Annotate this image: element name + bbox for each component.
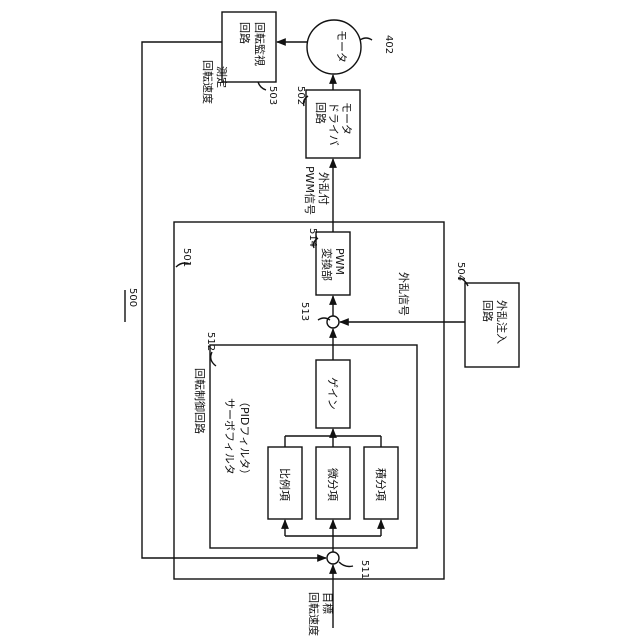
disturbance-signal-label: 外乱信号 [397,272,410,316]
monitor-label-1: 回転監視 [253,22,267,66]
motor-circle [307,20,361,74]
injection-label-1: 外乱注入 [495,300,509,344]
input-summing-junction [327,552,339,564]
control-circuit-label: 回転制御回路 [193,368,207,434]
proportional-label: 比例項 [278,468,292,501]
measured-label-1: 測定 [215,66,229,88]
injection-label-2: 回路 [481,300,494,322]
control-circuit-ref: 501 [181,248,192,267]
driver-ref: 502 [295,86,306,105]
pwm-label-2: 変換部 [320,248,334,281]
driver-label-1: モータ [340,102,353,135]
motor-label: モータ [335,30,348,63]
integral-label: 積分項 [374,468,388,501]
target-label-1: 目標 [321,592,335,614]
leader-402 [360,38,372,40]
injection-ref: 504 [455,262,466,281]
disturbance-summing-junction [327,316,339,328]
monitor-label-2: 回路 [238,22,251,44]
system-ref-label: 500 [127,288,138,307]
gain-label: ゲイン [326,377,339,410]
junction-511-ref: 511 [359,560,370,579]
pwm-ref: 514 [307,228,318,247]
pwm-out-label-1: 外乱付 [317,172,330,205]
leader-503 [258,82,266,90]
driver-label-2: ドライバ [327,102,340,146]
derivative-label: 微分項 [326,468,340,501]
servo-filter-label-2: （PIDフィルタ） [238,396,251,480]
junction-513-ref: 513 [299,302,310,321]
servo-filter-label-1: サーボフィルタ [223,398,236,475]
driver-label-3: 回路 [314,102,327,124]
disturbance-injection-block [465,283,519,367]
pwm-out-label-2: PWM信号 [303,166,316,215]
servo-filter-ref: 512 [205,332,216,351]
motor-ref: 402 [383,35,394,54]
measured-label-2: 回転速度 [201,60,215,104]
monitor-ref: 503 [267,86,278,105]
pwm-label-1: PWM [333,248,346,275]
target-label-2: 回転速度 [307,592,321,636]
